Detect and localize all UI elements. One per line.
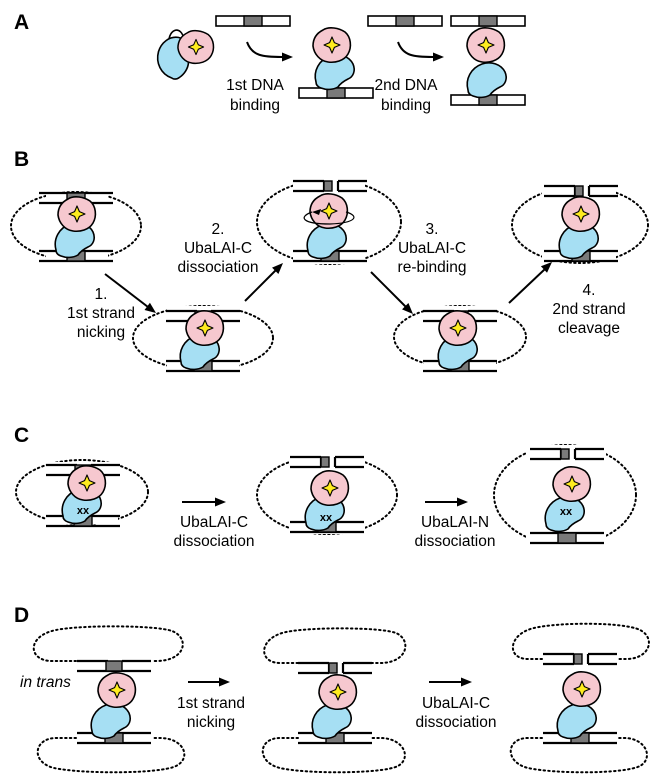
panel-b: B 1. 1st strand nicking [10, 148, 649, 373]
n-domain [177, 29, 215, 65]
d-arrow-1 [188, 677, 230, 687]
dna-duplex [215, 15, 291, 27]
b-state-4 [393, 305, 527, 373]
label-b-step1-line2: nicking [77, 324, 125, 341]
d-state-2 [261, 627, 407, 774]
label-b-step1-num: 1. [95, 286, 108, 303]
b-arrow-1 [104, 273, 159, 317]
free-enzyme [148, 29, 215, 84]
b-state-1 [10, 191, 142, 263]
panel-c-letter: C [14, 424, 29, 447]
label-d-step1-line2: nicking [187, 714, 235, 731]
c-state-1: xx [15, 459, 149, 528]
panel-b-letter: B [14, 148, 29, 171]
panel-d: D in trans 1st strand nicking [14, 604, 650, 774]
binding-arrow-1 [246, 41, 283, 58]
label-d-step1-line1: 1st strand [177, 695, 245, 712]
complex-two-dna [450, 15, 526, 106]
label-a-step1-line1: 1st DNA [226, 77, 284, 94]
panel-a: A 1st DNA binding 2nd DNA [14, 11, 526, 114]
label-d-step2-line1: UbaLAI-C [422, 695, 490, 712]
b-arrow-3 [370, 271, 417, 318]
rotation-arrow [303, 211, 355, 225]
label-b-step4-num: 4. [583, 282, 596, 299]
label-d-step2-line2: dissociation [416, 714, 497, 731]
c-state-3: xx [493, 444, 637, 547]
label-b-step4-line1: 2nd strand [552, 301, 625, 318]
b-state-2 [132, 305, 274, 373]
label-c-step2-line2: dissociation [415, 533, 496, 550]
binding-arrow-2 [397, 41, 434, 58]
b-arrow-4 [508, 258, 556, 304]
mutation-mark: xx [77, 505, 90, 517]
label-in-trans: in trans [20, 674, 71, 691]
panel-d-letter: D [14, 604, 29, 627]
label-b-step1-line1: 1st strand [67, 305, 135, 322]
label-c-step1-line1: UbaLAI-C [180, 514, 248, 531]
complex-one-dna [298, 27, 374, 99]
c-arrow-1 [182, 497, 226, 507]
d-arrow-2 [429, 677, 472, 687]
label-a-step1-line2: binding [230, 97, 280, 114]
label-b-step3-line1: UbaLAI-C [398, 240, 466, 257]
label-b-step2-line2: dissociation [178, 259, 259, 276]
label-a-step2-line2: binding [381, 97, 431, 114]
c-state-2: xx [256, 452, 398, 535]
label-b-step3-num: 3. [426, 221, 439, 238]
panel-a-letter: A [14, 11, 29, 34]
label-b-step4-line2: cleavage [558, 320, 620, 337]
panel-c: C xx UbaLAI-C dissociation xx [14, 424, 637, 550]
label-b-step2-line1: UbaLAI-C [184, 240, 252, 257]
mutation-mark: xx [560, 506, 573, 518]
label-c-step1-line2: dissociation [174, 533, 255, 550]
label-a-step2-line1: 2nd DNA [375, 77, 439, 94]
d-state-3 [509, 622, 650, 774]
b-arrow-2 [244, 259, 287, 302]
c-arrow-2 [425, 497, 468, 507]
dna-duplex-2 [367, 15, 443, 27]
label-b-step2-num: 2. [212, 221, 225, 238]
label-b-step3-line2: re-binding [398, 259, 467, 276]
mutation-mark: xx [320, 512, 333, 524]
d-state-1 [32, 625, 186, 774]
label-c-step2-line1: UbaLAI-N [421, 514, 489, 531]
b-state-3 [256, 176, 402, 265]
b-state-5 [511, 182, 649, 264]
